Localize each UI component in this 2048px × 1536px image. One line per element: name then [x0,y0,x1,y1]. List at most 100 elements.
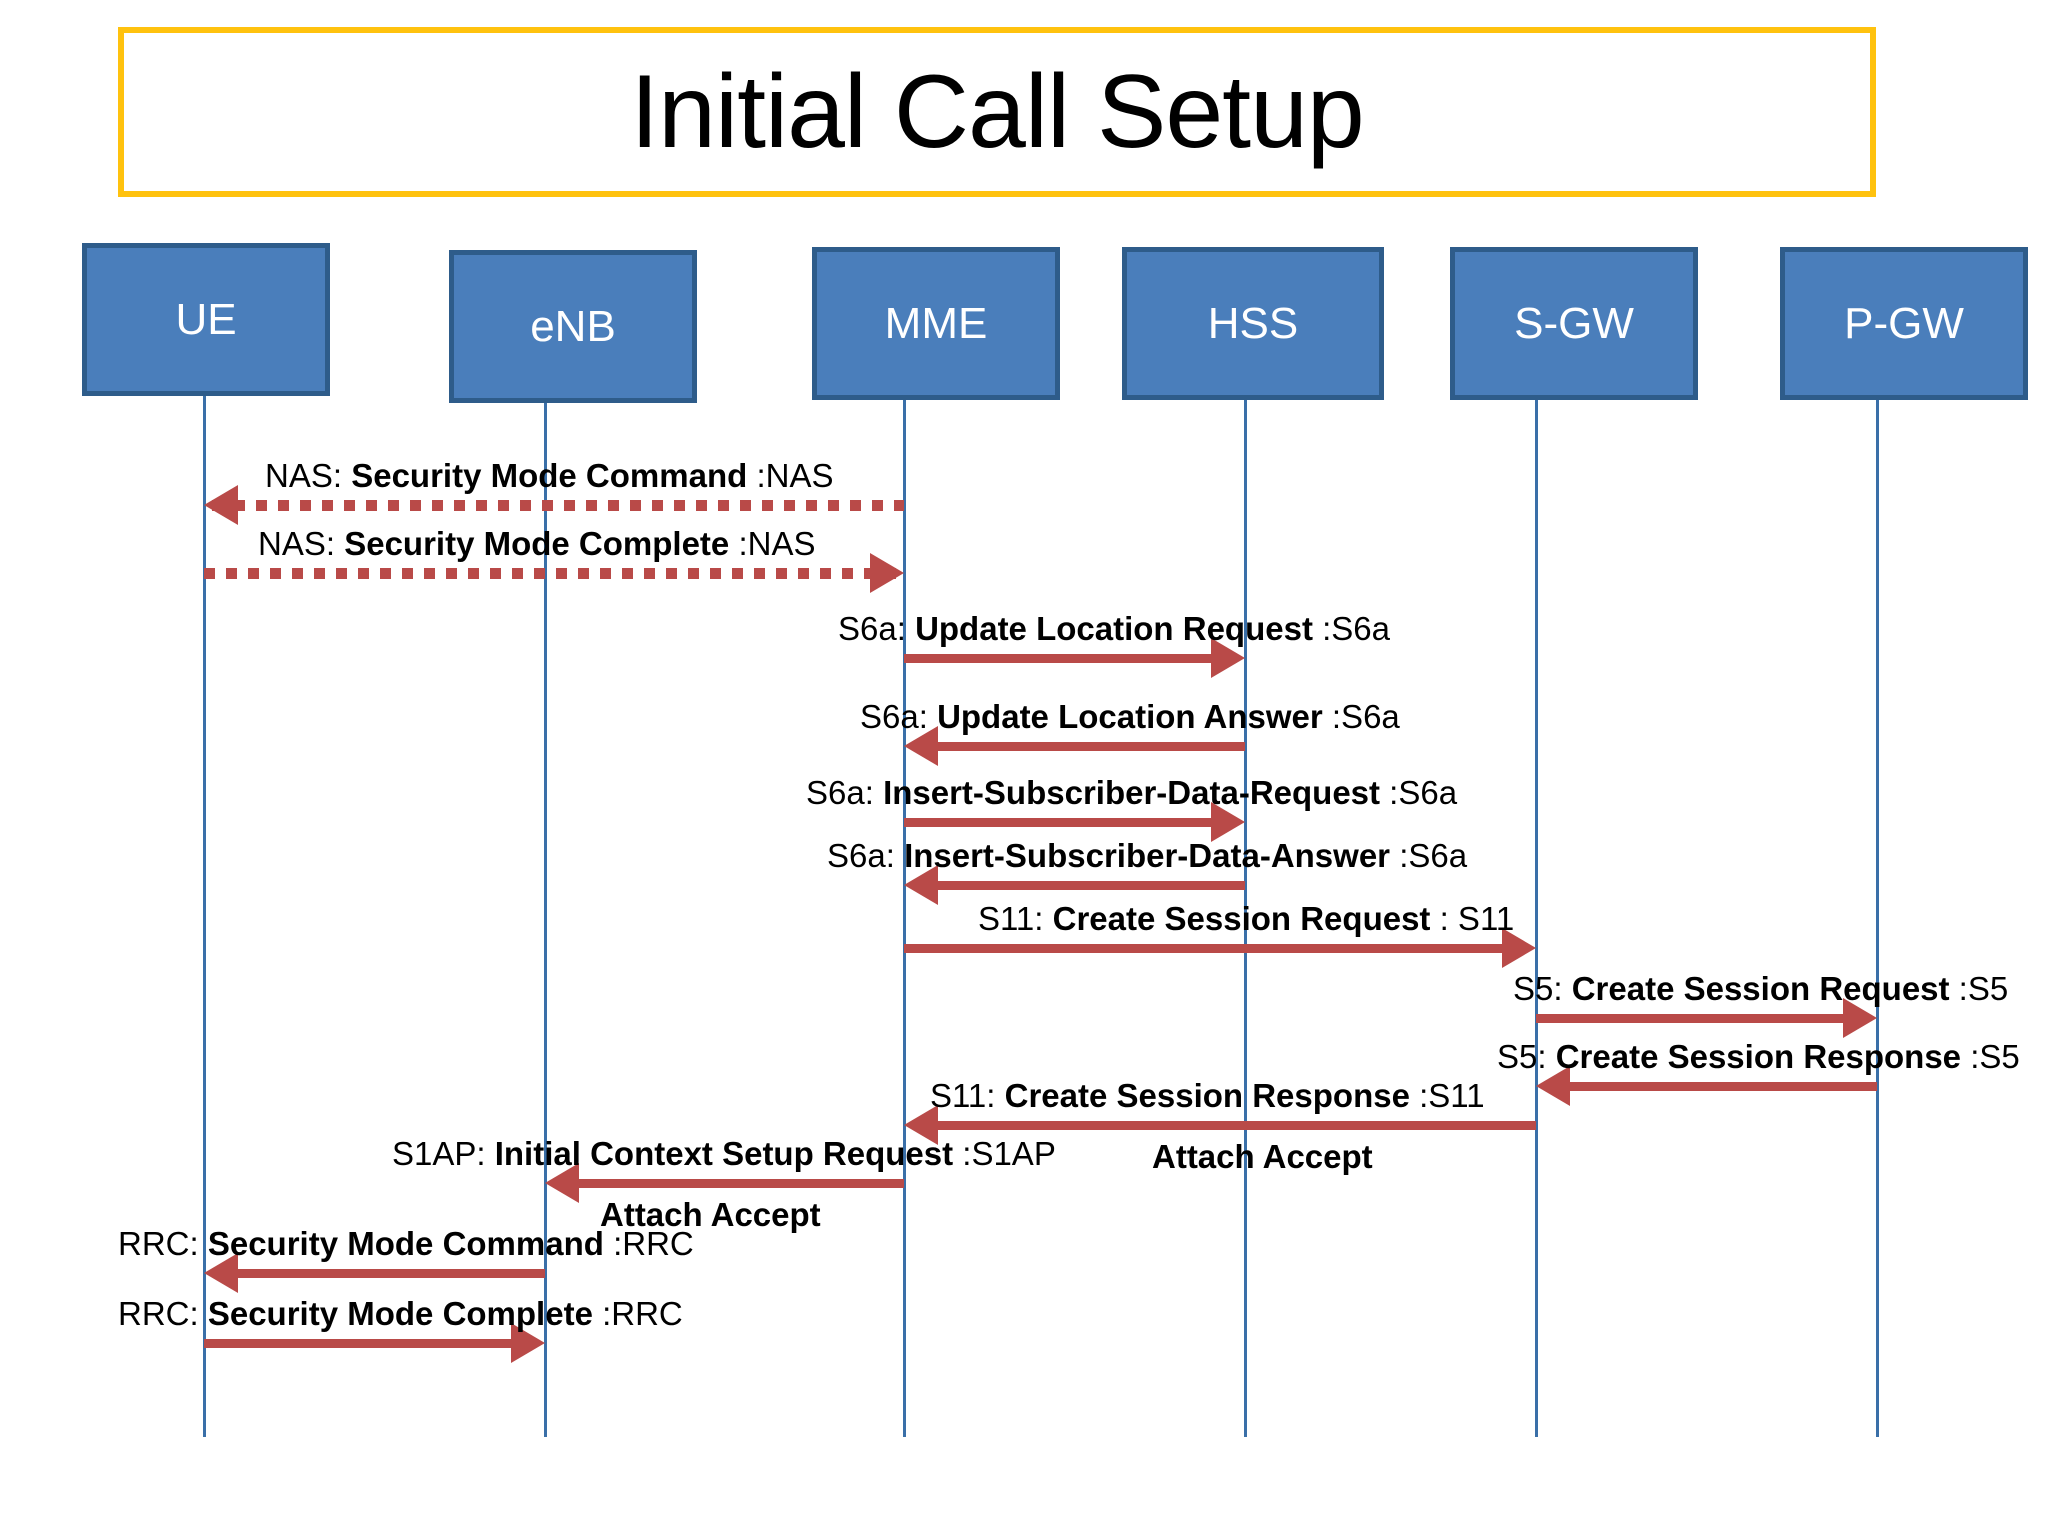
message-suffix: : S11 [1430,900,1515,937]
message-prefix: NAS: [258,525,345,562]
arrowhead-right [1211,802,1245,842]
message-name: Insert-Subscriber-Data-Answer [904,837,1391,874]
page-title: Initial Call Setup [630,53,1365,170]
lifeline-hss [1244,400,1247,1437]
arrowhead-right [870,553,904,593]
lifeline-pgw [1876,400,1879,1437]
message-label: S6a: Update Location Request :S6a [838,612,1390,645]
node-label-enb: eNB [530,301,616,351]
message-label: RRC: Security Mode Complete :RRC [118,1297,683,1330]
message-label: S6a: Insert-Subscriber-Data-Answer :S6a [827,839,1467,872]
node-label-hss: HSS [1207,298,1299,348]
message-name: Update Location Request [915,610,1313,647]
message-prefix: RRC: [118,1225,208,1262]
node-box-mme[interactable]: MME [812,247,1060,400]
message-line [928,742,1245,751]
message-label: S5: Create Session Request :S5 [1513,972,2008,1005]
message-prefix: S6a: [860,698,938,735]
node-label-pgw: P-GW [1844,298,1964,348]
message-prefix: S11: [930,1077,1005,1114]
message-label: S11: Create Session Request : S11 [978,902,1514,935]
message-suffix: :RRC [592,1295,683,1332]
arrowhead-left [204,1253,238,1293]
node-label-sgw: S-GW [1514,298,1634,348]
message-label: S6a: Insert-Subscriber-Data-Request :S6a [806,776,1457,809]
message-line [212,500,904,511]
message-suffix: :S5 [1949,970,2009,1007]
node-label-ue: UE [175,294,237,344]
message-line [204,1339,521,1348]
message-line [928,1121,1536,1130]
arrowhead-left [204,485,238,525]
message-name: Create Session Request [1571,970,1950,1007]
node-box-enb[interactable]: eNB [449,250,697,403]
node-label-mme: MME [884,298,988,348]
arrowhead-left [1536,1066,1570,1106]
arrowhead-right [511,1323,545,1363]
message-line [928,881,1245,890]
message-prefix: S5: [1497,1038,1556,1075]
node-box-ue[interactable]: UE [82,243,330,396]
message-label: RRC: Security Mode Command :RRC [118,1227,694,1260]
message-name: Update Location Answer [937,698,1323,735]
message-label: S1AP: Initial Context Setup Request :S1A… [392,1137,1056,1170]
message-line [204,568,896,579]
title-box: Initial Call Setup [118,27,1876,197]
message-prefix: S11: [978,900,1053,937]
message-prefix: S6a: [838,610,916,647]
message-label: S5: Create Session Response :S5 [1497,1040,2020,1073]
message-line [904,944,1512,953]
node-box-sgw[interactable]: S-GW [1450,247,1698,400]
arrowhead-left [545,1163,579,1203]
message-line [904,818,1221,827]
message-name: Initial Context Setup Request [494,1135,954,1172]
message-sub-label: Attach Accept [1152,1138,1373,1175]
arrowhead-right [1211,638,1245,678]
node-box-hss[interactable]: HSS [1122,247,1384,400]
lifeline-ue [203,396,206,1437]
message-suffix: :S6a [1390,837,1468,874]
message-line [904,654,1221,663]
message-prefix: S6a: [827,837,905,874]
message-name: Create Session Response [1555,1038,1962,1075]
message-name: Security Mode Complete [207,1295,593,1332]
message-prefix: S6a: [806,774,884,811]
message-suffix: :S1AP [953,1135,1056,1172]
lifeline-sgw [1535,400,1538,1437]
message-sub-label: Attach Accept [600,1196,821,1233]
message-line [1536,1014,1853,1023]
message-name: Create Session Request [1052,900,1431,937]
arrowhead-right [1502,928,1536,968]
message-name: Create Session Response [1004,1077,1410,1114]
message-suffix: :RRC [603,1225,694,1262]
message-suffix: :NAS [729,525,816,562]
message-suffix: :S6a [1380,774,1458,811]
lifeline-enb [544,403,547,1437]
message-line [569,1179,904,1188]
lifeline-mme [903,400,906,1437]
message-name: Security Mode Command [351,457,748,494]
arrowhead-left [904,865,938,905]
message-suffix: :NAS [747,457,834,494]
message-prefix: S5: [1513,970,1572,1007]
message-name: Insert-Subscriber-Data-Request [883,774,1381,811]
message-prefix: NAS: [265,457,352,494]
message-prefix: RRC: [118,1295,208,1332]
message-prefix: S1AP: [392,1135,495,1172]
message-label: NAS: Security Mode Complete :NAS [258,527,815,560]
message-label: S6a: Update Location Answer :S6a [860,700,1400,733]
message-suffix: :S11 [1409,1077,1485,1114]
message-suffix: :S6a [1312,610,1390,647]
node-box-pgw[interactable]: P-GW [1780,247,2028,400]
message-name: Security Mode Complete [344,525,730,562]
arrowhead-left [904,1105,938,1145]
message-line [1560,1082,1877,1091]
arrowhead-right [1843,998,1877,1038]
message-suffix: :S6a [1322,698,1400,735]
message-label: S11: Create Session Response :S11 [930,1079,1485,1112]
arrowhead-left [904,726,938,766]
message-name: Security Mode Command [207,1225,604,1262]
message-suffix: :S5 [1961,1038,2020,1075]
message-line [228,1269,545,1278]
